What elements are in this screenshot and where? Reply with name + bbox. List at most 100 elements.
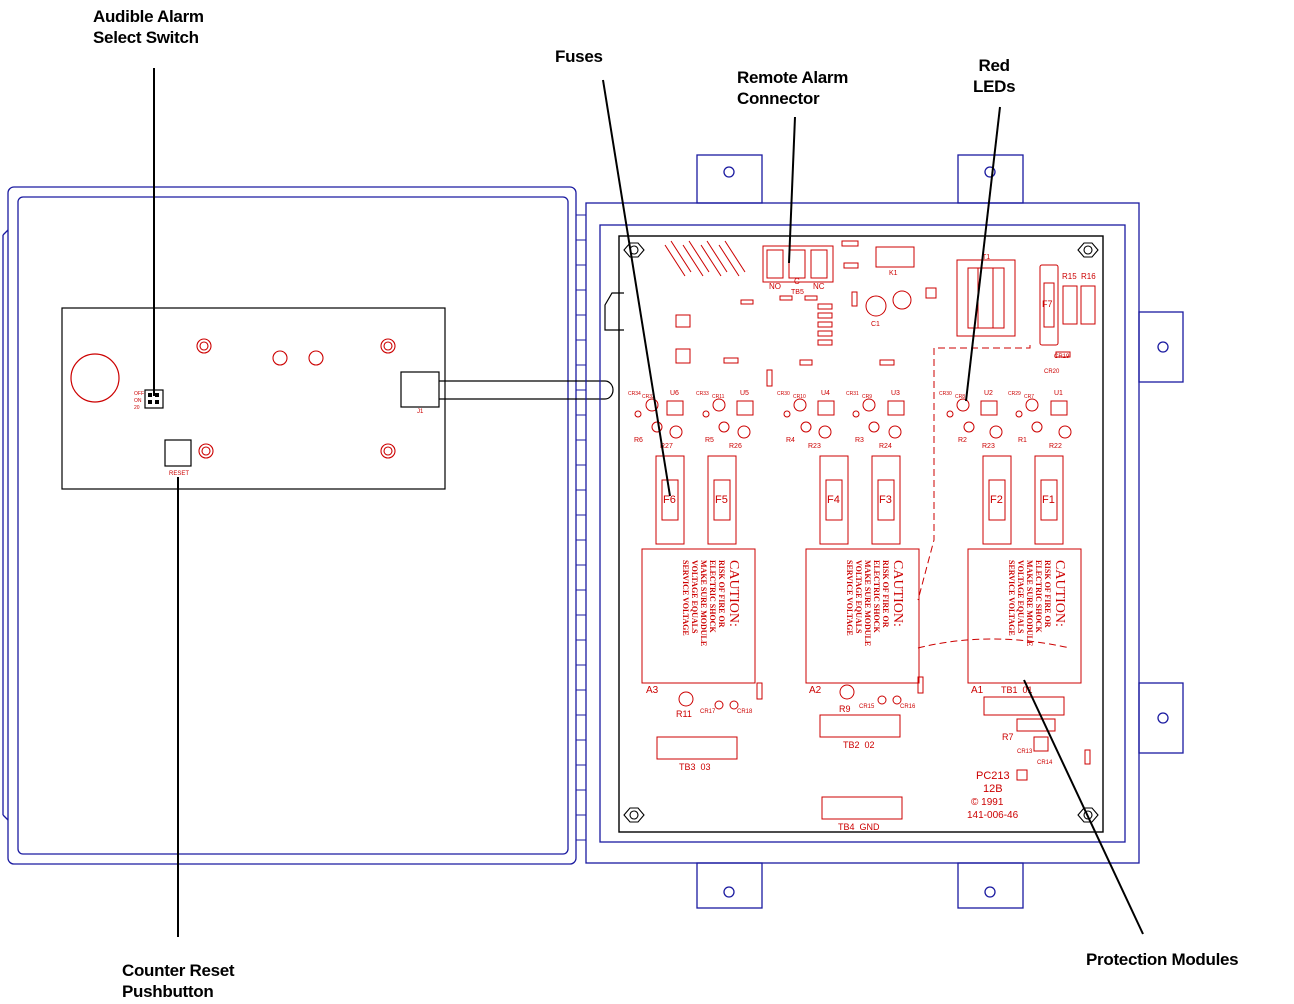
callout-counter-reset-pushbutton: Counter Reset Pushbutton <box>122 961 235 1001</box>
r5-label: R5 <box>705 437 714 444</box>
tb4-label: TB4 GND <box>838 822 880 832</box>
svg-text:ELECTRIC SHOCK: ELECTRIC SHOCK <box>1034 560 1043 633</box>
switch-label-on: ON <box>134 398 142 404</box>
cr8-label: CR8 <box>955 394 965 400</box>
tb5-c-label: C <box>794 277 800 286</box>
cr30-label: CR30 <box>777 391 790 397</box>
pc-revision: 12B <box>983 783 1003 795</box>
r9-label: R9 <box>839 704 851 714</box>
caution-text-a3: CAUTION: RISK OF FIRE OR ELECTRIC SHOCK … <box>681 560 741 646</box>
svg-text:ELECTRIC SHOCK: ELECTRIC SHOCK <box>872 560 881 633</box>
fuse-label-f5: F5 <box>715 494 728 506</box>
r22-label: R22 <box>1049 443 1062 450</box>
callout-leaders <box>153 68 1144 937</box>
svg-text:SERVICE VOLTAGE: SERVICE VOLTAGE <box>1007 560 1016 636</box>
tb5-label: TB5 <box>791 289 804 296</box>
svg-text:CAUTION:: CAUTION: <box>726 560 741 627</box>
cr16-label: CR16 <box>900 704 916 710</box>
u4-label: U4 <box>821 390 830 397</box>
switch-label-20: 20 <box>134 405 140 411</box>
board-artwork <box>634 240 1096 820</box>
c1-label: C1 <box>871 321 880 328</box>
cr15-label: CR15 <box>859 704 875 710</box>
relay-label: K1 <box>889 270 898 277</box>
svg-text:ELECTRIC SHOCK: ELECTRIC SHOCK <box>708 560 717 633</box>
svg-text:RISK OF FIRE OR: RISK OF FIRE OR <box>717 560 726 628</box>
fuse-holder-label: F7 <box>1042 299 1053 309</box>
svg-text:RISK OF FIRE OR: RISK OF FIRE OR <box>881 560 890 628</box>
module-label-a3: A3 <box>646 685 659 696</box>
callout-audible-alarm-select-switch: Audible Alarm Select Switch <box>93 7 204 47</box>
svg-text:MAKE SURE MODULE: MAKE SURE MODULE <box>699 560 708 646</box>
transformer-label: T1 <box>982 254 990 261</box>
svg-text:VOLTAGE EQUALS: VOLTAGE EQUALS <box>854 560 863 634</box>
u3-label: U3 <box>891 390 900 397</box>
enclosure-door <box>2 186 577 865</box>
door-circuit-board: OFF ON 20 RESET J1 <box>61 307 446 490</box>
svg-text:SERVICE VOLTAGE: SERVICE VOLTAGE <box>845 560 854 636</box>
svg-text:MAKE SURE MODULE: MAKE SURE MODULE <box>1025 560 1034 646</box>
module-label-a2: A2 <box>809 685 822 696</box>
r3-label: R3 <box>855 437 864 444</box>
callout-protection-modules: Protection Modules <box>1086 950 1239 969</box>
r11-label: R11 <box>676 709 692 719</box>
callout-red-leds: Red LEDs <box>973 56 1016 96</box>
svg-text:CAUTION:: CAUTION: <box>1052 560 1067 627</box>
pc-part-number: 141-006-46 <box>967 810 1019 821</box>
cr10-label: CR10 <box>793 394 806 400</box>
switch-label-off: OFF <box>134 391 144 397</box>
door-hinge <box>576 214 586 841</box>
r16-label: R16 <box>1081 272 1096 281</box>
cr34-label: CR34 <box>628 391 641 397</box>
caution-text-a1: CAUTION: RISK OF FIRE OR ELECTRIC SHOCK … <box>1007 560 1067 646</box>
r1-label: R1 <box>1018 437 1027 444</box>
fuse-label-f2: F2 <box>990 494 1003 506</box>
cr7-label: CR7 <box>1024 394 1034 400</box>
pc-number: PC213 <box>976 770 1010 782</box>
cr30b-label: CR30 <box>939 391 952 397</box>
module-label-a1: A1 <box>971 685 984 696</box>
cr31-label: CR31 <box>846 391 859 397</box>
board-corner-screws <box>623 242 1099 823</box>
ribbon-cable <box>439 292 624 400</box>
svg-text:VOLTAGE EQUALS: VOLTAGE EQUALS <box>1016 560 1025 634</box>
callout-fuses: Fuses <box>555 47 603 66</box>
enclosure-box <box>585 154 1184 909</box>
j1-label: J1 <box>417 409 424 415</box>
counter-reset-pushbutton[interactable] <box>164 439 192 467</box>
r15-label: R15 <box>1062 272 1077 281</box>
caution-text-a2: CAUTION: RISK OF FIRE OR ELECTRIC SHOCK … <box>845 560 905 646</box>
tb2-label: TB2 02 <box>843 740 875 750</box>
fuse-label-f3: F3 <box>879 494 892 506</box>
door-screws <box>196 338 396 459</box>
tb5-nc-label: NC <box>813 282 825 291</box>
leader-red-leds <box>965 106 1001 402</box>
r24-label: R24 <box>879 443 892 450</box>
main-circuit-board <box>618 235 1104 833</box>
r23b-label: R23 <box>982 443 995 450</box>
cr18-label: CR18 <box>737 709 753 715</box>
reset-label: RESET <box>169 471 189 477</box>
cr11-label: CR11 <box>712 394 725 400</box>
r27-label: R27 <box>660 443 673 450</box>
u1-label: U1 <box>1054 390 1063 397</box>
leader-fuses <box>602 79 671 497</box>
j1-connector <box>400 371 440 408</box>
pc-copyright: © 1991 <box>971 797 1004 808</box>
leader-remote-alarm <box>788 116 796 264</box>
cr29-label: CR29 <box>1008 391 1021 397</box>
tb1-label: TB1 01 <box>1001 685 1033 695</box>
fuse-label-f4: F4 <box>827 494 840 506</box>
cr13-label: CR13 <box>1017 749 1033 755</box>
r26-label: R26 <box>729 443 742 450</box>
svg-text:SERVICE VOLTAGE: SERVICE VOLTAGE <box>681 560 690 636</box>
svg-text:VOLTAGE EQUALS: VOLTAGE EQUALS <box>690 560 699 634</box>
u2-label: U2 <box>984 390 993 397</box>
cr19-label: CR19 <box>1054 354 1070 360</box>
fuse-label-f1: F1 <box>1042 494 1055 506</box>
svg-text:CAUTION:: CAUTION: <box>890 560 905 627</box>
cr14-label: CR14 <box>1037 760 1053 766</box>
r2-label: R2 <box>958 437 967 444</box>
audible-alarm-buzzer <box>70 353 120 403</box>
